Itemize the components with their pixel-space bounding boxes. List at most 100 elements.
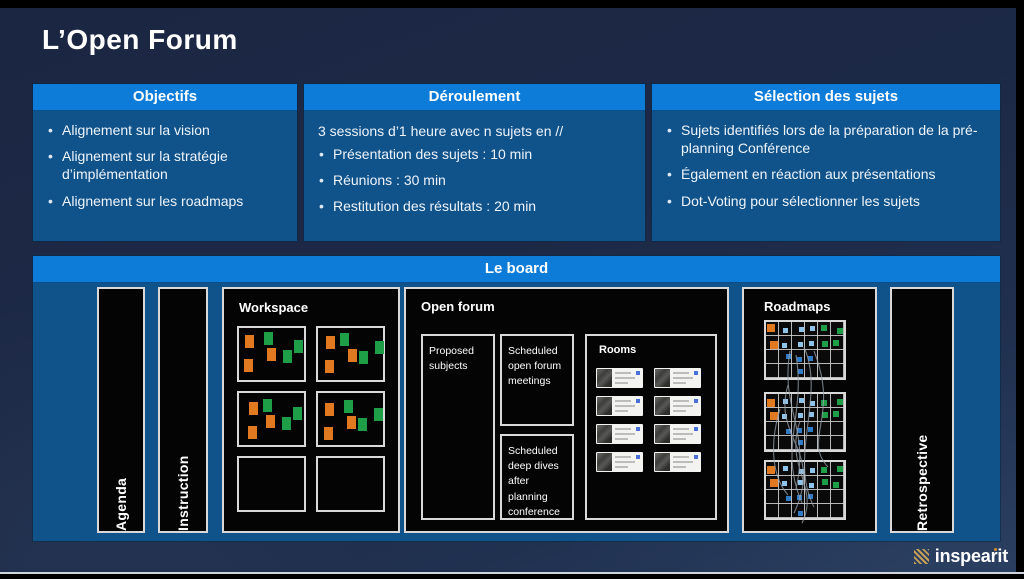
room-text-line xyxy=(615,465,628,468)
room-text-line xyxy=(615,381,628,384)
objectifs-box: Objectifs Alignement sur la visionAligne… xyxy=(33,84,297,241)
roadmap-item-dot xyxy=(782,465,788,471)
sticky-note xyxy=(326,336,336,350)
sticky-note xyxy=(340,332,350,346)
roadmap-item-dot xyxy=(796,356,802,362)
workspace-box-empty xyxy=(237,456,306,512)
room-text-line xyxy=(615,432,635,435)
roadmap-item-dot xyxy=(808,340,814,346)
roadmap-item-dot xyxy=(822,479,828,485)
roadmap-item-dot xyxy=(798,468,804,474)
roadmap-grid-2 xyxy=(764,392,846,452)
roadmap-item-dot xyxy=(797,368,803,374)
sticky-note xyxy=(245,335,255,349)
room-thumbnail xyxy=(597,452,612,471)
roadmap-item-dot xyxy=(798,397,804,403)
room-thumbnail xyxy=(655,424,670,443)
room-status-dot xyxy=(694,398,698,403)
workspace-box-filled xyxy=(237,391,306,447)
scheduled-deep-dives-box: Scheduled deep dives after planning conf… xyxy=(500,434,574,520)
retrospective-label: Retrospective xyxy=(914,434,930,532)
roadmap-item-dot xyxy=(767,324,775,332)
bullet-item: Également en réaction aux présentations xyxy=(666,165,986,183)
room-text-line xyxy=(673,455,689,458)
room-text-line xyxy=(615,404,635,407)
room-status-dot xyxy=(636,398,640,403)
roadmap-item-dot xyxy=(809,467,815,473)
page-title: L’Open Forum xyxy=(42,24,238,55)
logo-gold-tittle xyxy=(994,548,997,551)
room-card xyxy=(596,451,643,472)
roadmaps-panel: Roadmaps xyxy=(742,287,877,533)
roadmap-item-dot xyxy=(837,399,843,405)
inspearit-logo-text: inspearit xyxy=(934,546,1008,566)
inspearit-logo-icon xyxy=(913,549,929,564)
selection-box: Sélection des sujets Sujets identifiés l… xyxy=(652,84,1000,241)
room-status-dot xyxy=(636,454,640,459)
agenda-panel: Agenda xyxy=(97,287,145,533)
room-thumbnail xyxy=(655,368,670,387)
letterbox-bottom xyxy=(0,574,1024,579)
roadmap-item-dot xyxy=(798,326,804,332)
instruction-panel: Instruction xyxy=(158,287,208,533)
sticky-note xyxy=(293,340,303,354)
room-status-dot xyxy=(636,426,640,431)
roadmap-item-dot xyxy=(785,495,791,501)
rooms-box: Rooms xyxy=(585,334,717,520)
sticky-note xyxy=(374,341,384,355)
roadmap-item-dot xyxy=(781,413,787,419)
deroulement-bullet-list: Présentation des sujets : 10 minRéunions… xyxy=(318,145,631,216)
letterbox-top xyxy=(0,0,1024,8)
bottom-hairline xyxy=(0,572,1024,574)
selection-bullet-list: Sujets identifiés lors de la préparation… xyxy=(666,121,986,210)
roadmap-item-dot xyxy=(822,341,828,347)
deroulement-box: Déroulement 3 sessions d’1 heure avec n … xyxy=(304,84,645,241)
roadmap-item-dot xyxy=(785,428,791,434)
room-text-line xyxy=(673,427,689,430)
sticky-note xyxy=(263,398,273,412)
workspace-box-filled xyxy=(316,391,385,447)
room-status-dot xyxy=(694,370,698,375)
roadmap-item-dot xyxy=(807,493,813,499)
room-text-line xyxy=(615,371,631,374)
roadmap-item-dot xyxy=(821,400,827,406)
roadmap-grid-3 xyxy=(764,460,846,520)
room-status-dot xyxy=(694,426,698,431)
room-text-line xyxy=(615,399,631,402)
roadmap-item-dot xyxy=(767,466,775,474)
roadmap-item-dot xyxy=(796,494,802,500)
workspace-box-filled xyxy=(316,326,385,382)
bullet-item: Présentation des sujets : 10 min xyxy=(318,145,631,163)
room-card xyxy=(654,423,701,444)
retrospective-panel: Retrospective xyxy=(890,287,954,533)
open-forum-panel: Open forum Proposed subjects Scheduled o… xyxy=(404,287,729,533)
bullet-item: Alignement sur la vision xyxy=(47,121,283,139)
room-text-line xyxy=(615,455,631,458)
objectifs-header: Objectifs xyxy=(33,84,297,111)
sticky-note xyxy=(247,426,257,440)
roadmap-item-dot xyxy=(782,398,788,404)
bullet-item: Dot-Voting pour sélectionner les sujets xyxy=(666,192,986,210)
sticky-note xyxy=(243,359,253,373)
room-thumbnail xyxy=(597,368,612,387)
room-text-line xyxy=(673,432,693,435)
room-card xyxy=(596,423,643,444)
room-text-line xyxy=(615,376,635,379)
sticky-note xyxy=(292,407,302,421)
room-text-line xyxy=(673,376,693,379)
roadmap-item-dot xyxy=(770,341,778,349)
room-status-dot xyxy=(694,454,698,459)
board-header: Le board xyxy=(33,256,1000,283)
rooms-grid xyxy=(596,367,707,472)
roadmap-item-dot xyxy=(807,355,813,361)
bullet-item: Alignement sur les roadmaps xyxy=(47,192,283,210)
roadmap-item-dot xyxy=(833,340,839,346)
roadmap-item-dot xyxy=(837,466,843,472)
roadmap-item-dot xyxy=(770,412,778,420)
sticky-note xyxy=(264,331,274,345)
workspace-panel: Workspace xyxy=(222,287,400,533)
bullet-item: Alignement sur la stratégie d’implémenta… xyxy=(47,147,283,183)
sticky-note xyxy=(267,347,277,361)
roadmap-item-dot xyxy=(770,479,778,487)
roadmap-item-dot xyxy=(809,325,815,331)
